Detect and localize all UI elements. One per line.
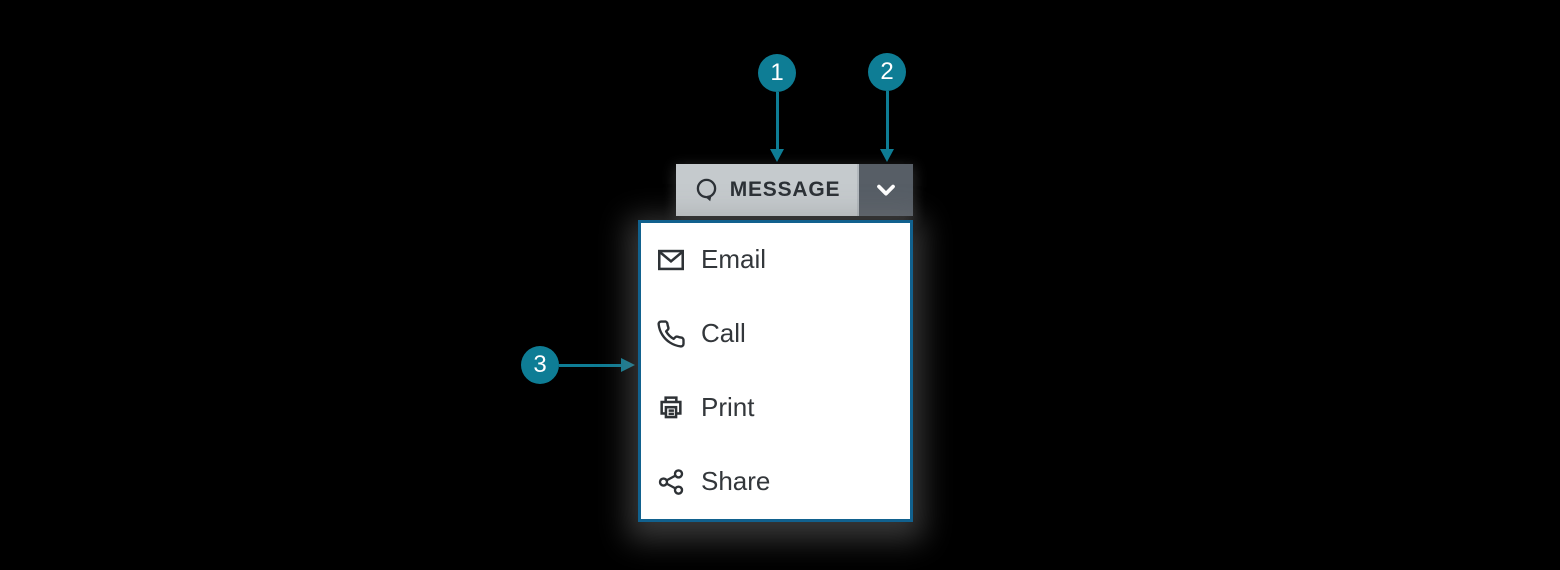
chevron-down-icon xyxy=(873,177,899,203)
split-button: MESSAGE xyxy=(676,164,913,216)
annotation-arrow-1-head xyxy=(770,149,784,162)
annotation-arrow-2-line xyxy=(886,91,889,149)
message-button[interactable]: MESSAGE xyxy=(676,164,857,216)
annotation-arrow-3-line xyxy=(559,364,622,367)
email-icon xyxy=(655,244,687,276)
phone-icon xyxy=(655,318,687,350)
badge-number: 2 xyxy=(880,58,894,85)
annotation-badge-1: 1 xyxy=(758,54,796,92)
annotation-arrow-3-head xyxy=(621,358,635,372)
badge-number: 1 xyxy=(770,59,784,86)
split-button-divider xyxy=(857,164,859,216)
menu-item-label: Call xyxy=(701,318,746,348)
menu-item-print[interactable]: Print xyxy=(641,371,910,445)
menu-item-label: Print xyxy=(701,392,755,422)
annotation-badge-2: 2 xyxy=(868,53,906,91)
share-icon xyxy=(655,466,687,498)
badge-number: 3 xyxy=(533,351,547,378)
printer-icon xyxy=(655,392,687,424)
dropdown-menu-list: Email Call xyxy=(641,223,910,519)
menu-item-label: Email xyxy=(701,244,767,274)
dropdown-menu: Email Call xyxy=(638,220,913,522)
chat-bubble-icon xyxy=(693,176,721,204)
message-button-label: MESSAGE xyxy=(729,178,841,201)
menu-item-call[interactable]: Call xyxy=(641,297,910,371)
annotation-arrow-1-line xyxy=(776,92,779,149)
menu-item-label: Share xyxy=(701,466,771,496)
annotation-arrow-2-head xyxy=(880,149,894,162)
menu-item-email[interactable]: Email xyxy=(641,223,910,297)
annotation-badge-3: 3 xyxy=(521,346,559,384)
menu-item-share[interactable]: Share xyxy=(641,445,910,519)
dropdown-toggle-button[interactable] xyxy=(859,164,913,216)
